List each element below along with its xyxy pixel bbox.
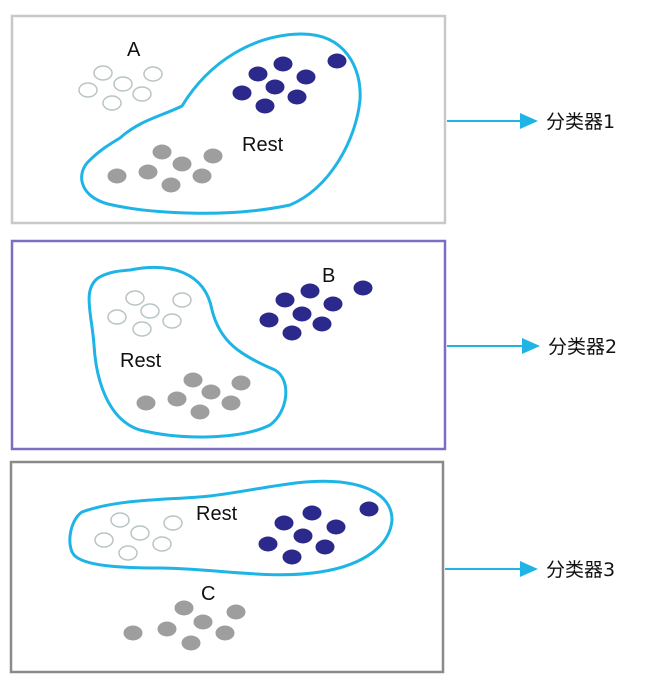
class-b-point: [232, 85, 252, 101]
class-c-point: [136, 395, 156, 411]
class-b-point: [327, 53, 347, 69]
panel-1-frame: [10, 14, 447, 225]
class-b-point: [300, 283, 320, 299]
class-b-point: [255, 98, 275, 114]
class-b-point: [273, 56, 293, 72]
class-a-point: [93, 65, 113, 81]
panel-3-classifier-label: 分类器3: [546, 559, 615, 581]
class-c-point: [190, 404, 210, 420]
class-a-point: [113, 76, 133, 92]
class-c-point: [201, 384, 221, 400]
class-c-point: [157, 621, 177, 637]
class-b-point: [359, 501, 379, 517]
panel-2-class-b-points: [259, 280, 373, 341]
panel-2-class-c-points: [136, 372, 251, 420]
panel-2-class-a-points: [107, 290, 192, 337]
class-a-point: [132, 86, 152, 102]
class-b-point: [259, 312, 279, 328]
class-c-point: [172, 156, 192, 172]
class-a-point: [172, 292, 192, 308]
class-b-point: [315, 539, 335, 555]
class-a-point: [78, 82, 98, 98]
panel-3-rest-boundary: [68, 479, 394, 577]
class-c-point: [193, 614, 213, 630]
class-a-point: [152, 536, 172, 552]
panel-2-rest-boundary: [87, 265, 288, 439]
class-b-point: [274, 515, 294, 531]
class-c-point: [107, 168, 127, 184]
class-b-point: [312, 316, 332, 332]
class-b-point: [275, 292, 295, 308]
class-b-point: [292, 306, 312, 322]
panel-1-classifier-label: 分类器1: [546, 111, 615, 133]
class-b-point: [293, 528, 313, 544]
class-a-point: [107, 309, 127, 325]
class-a-point: [102, 95, 122, 111]
class-c-point: [231, 375, 251, 391]
class-b-point: [258, 536, 278, 552]
class-a-point: [163, 515, 183, 531]
class-b-point: [302, 505, 322, 521]
class-a-point: [132, 321, 152, 337]
panel-2-classifier-label: 分类器2: [548, 336, 617, 358]
class-b-point: [296, 69, 316, 85]
panel-2-rest-label: Rest: [120, 350, 162, 372]
class-c-point: [215, 625, 235, 641]
class-c-point: [181, 635, 201, 651]
panel-2-frame: [10, 239, 447, 451]
class-a-point: [125, 290, 145, 306]
panel-2-class-label: B: [322, 265, 335, 287]
panel-1-class-a-points: [78, 65, 163, 111]
class-c-point: [221, 395, 241, 411]
class-b-point: [287, 89, 307, 105]
class-c-point: [192, 168, 212, 184]
class-c-point: [167, 391, 187, 407]
class-b-point: [282, 549, 302, 565]
class-c-point: [226, 604, 246, 620]
panel-2: B Rest 分类器2: [10, 239, 617, 451]
class-a-point: [118, 545, 138, 561]
class-c-point: [161, 177, 181, 193]
class-b-point: [265, 79, 285, 95]
panel-1: A Rest 分类器1: [10, 14, 615, 225]
class-a-point: [130, 525, 150, 541]
panel-3-rest-label: Rest: [196, 503, 238, 525]
class-a-point: [110, 512, 130, 528]
panel-3-frame: [9, 460, 445, 674]
panel-3-class-c-points: [123, 600, 246, 651]
panel-1-class-label: A: [127, 39, 141, 61]
panel-3: Rest C 分类器3: [9, 460, 615, 674]
class-c-point: [123, 625, 143, 641]
class-b-point: [282, 325, 302, 341]
panel-3-class-label: C: [201, 583, 215, 605]
class-c-point: [138, 164, 158, 180]
panel-1-rest-boundary: [80, 32, 362, 215]
panel-1-class-b-points: [232, 53, 347, 114]
class-a-point: [94, 532, 114, 548]
class-a-point: [143, 66, 163, 82]
panel-1-class-c-points: [107, 144, 223, 193]
class-c-point: [152, 144, 172, 160]
class-c-point: [174, 600, 194, 616]
class-b-point: [353, 280, 373, 296]
class-a-point: [162, 313, 182, 329]
panel-1-rest-label: Rest: [242, 134, 284, 156]
class-a-point: [140, 303, 160, 319]
panel-3-class-b-points: [258, 501, 379, 565]
class-b-point: [248, 66, 268, 82]
panel-3-class-a-points: [94, 512, 183, 561]
class-c-point: [203, 148, 223, 164]
class-b-point: [326, 519, 346, 535]
class-c-point: [183, 372, 203, 388]
class-b-point: [323, 296, 343, 312]
